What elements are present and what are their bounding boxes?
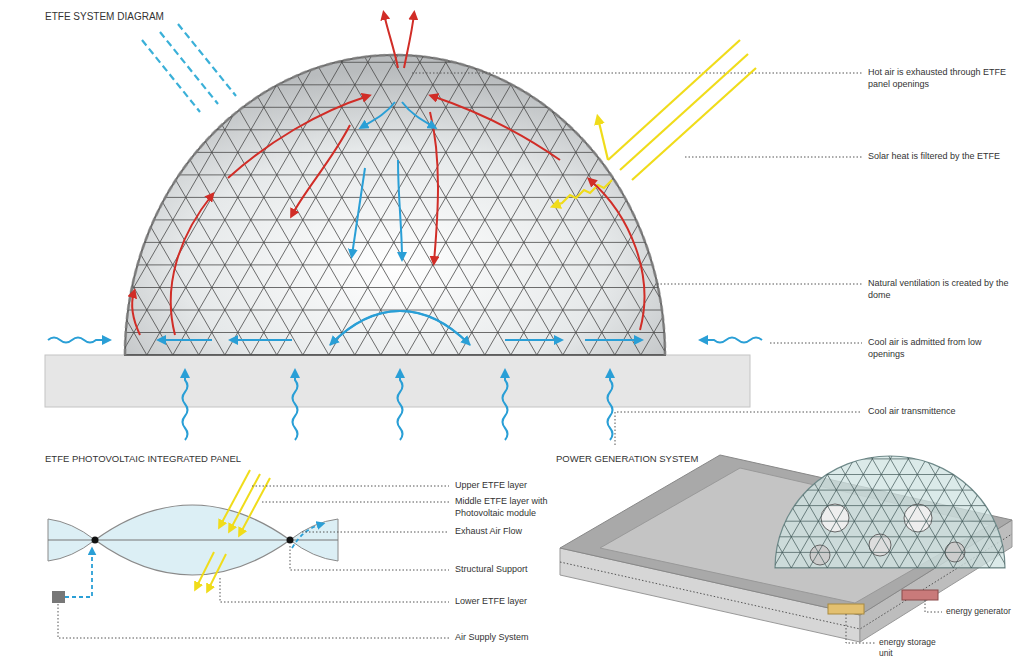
hot-air-arrow	[292, 125, 350, 215]
power-generation-model	[821, 504, 849, 532]
solar-rays	[632, 68, 756, 180]
hot-air-arrow	[228, 96, 368, 178]
power-generation-model	[828, 604, 864, 614]
power-generation-model	[560, 455, 1012, 642]
leader-line	[846, 600, 942, 643]
hot-air-arrow	[432, 96, 560, 160]
cool-air-arrow	[505, 339, 560, 341]
hot-air-arrow	[590, 180, 644, 330]
cool-air-arrow	[293, 372, 298, 440]
cool-air-arrow	[702, 338, 762, 343]
power-generation-model	[560, 455, 1012, 615]
solar-rays	[620, 54, 748, 170]
leader-line	[302, 532, 449, 533]
leader-line	[846, 614, 875, 643]
etfe-panel	[48, 505, 338, 603]
hot-air-arrow	[384, 14, 398, 68]
leader-line	[685, 157, 862, 158]
leader-line	[58, 604, 449, 638]
callout-label: Solar heat is filtered by the ETFE	[868, 151, 1016, 163]
exhaust-air-flow	[65, 524, 322, 597]
cool-air-arrow	[402, 102, 434, 127]
callout-label: Cool air is admitted from low openings	[868, 337, 1016, 360]
leader-line	[58, 486, 449, 638]
hot-air-arrow	[430, 112, 438, 262]
cool-air-arrow	[503, 372, 508, 440]
cool-air-arrow	[585, 339, 640, 341]
cool-rays	[142, 24, 236, 112]
etfe-panel	[52, 591, 65, 603]
leader-line	[262, 502, 449, 503]
section-heading: ETFE PHOTOVOLTAIC INTEGRATED PANEL	[45, 453, 241, 465]
dome-edge	[125, 55, 665, 355]
cool-rays	[160, 32, 218, 104]
leader-line	[770, 343, 862, 344]
callout-label: Middle ETFE layer with Photovoltaic modu…	[455, 496, 573, 519]
power-generation-model	[902, 590, 938, 600]
callout-label: Exhaust Air Flow	[455, 526, 522, 538]
leader-line	[252, 486, 449, 487]
callout-label: Upper ETFE layer	[455, 480, 527, 492]
cool-air-arrow	[48, 338, 108, 343]
dome-lattice	[0, 33, 1024, 356]
cool-air-arrow	[362, 102, 395, 127]
diagram-title: ETFE SYSTEM DIAGRAM	[45, 10, 164, 23]
cool-rays	[178, 24, 236, 96]
exhaust-air-flow	[292, 524, 322, 548]
leader-line	[220, 578, 449, 602]
cool-air-arrow	[398, 372, 403, 440]
hot-air-arrow	[171, 195, 212, 335]
section-heading: POWER GENERATION SYSTEM	[556, 453, 698, 465]
cool-air-arrow	[332, 311, 470, 345]
solar-rays	[220, 470, 250, 526]
dome-lattice	[0, 33, 1024, 356]
etfe-panel	[92, 537, 99, 544]
callout-label: Hot air is exhausted through ETFE panel …	[868, 67, 1016, 90]
callout-label: Cool air transmittence	[868, 406, 1016, 418]
solar-rays	[196, 470, 270, 590]
leader-line	[615, 412, 862, 445]
hot-air-arrow	[132, 292, 140, 335]
solar-rays	[230, 474, 260, 530]
hot-air-arrow	[404, 14, 414, 68]
cool-air-arrow	[232, 339, 292, 341]
solar-rays	[208, 554, 226, 590]
leader-line	[412, 73, 862, 74]
callout-label: Structural Support	[455, 564, 528, 576]
solar-rays	[240, 478, 270, 534]
callout-label: Natural ventilation is created by the do…	[868, 278, 1016, 301]
cool-air-arrow	[183, 372, 188, 440]
hot-air-arrow	[132, 14, 644, 335]
cool-air-arrow	[160, 339, 212, 341]
exhaust-air-flow	[65, 550, 92, 597]
cool-rays	[142, 40, 200, 112]
etfe-panel	[287, 537, 294, 544]
component-label: energy storage unit	[879, 637, 943, 659]
leader-line	[412, 73, 862, 445]
cool-air-arrow	[608, 372, 613, 440]
solar-rays	[598, 118, 608, 160]
leader-line	[925, 600, 942, 612]
callout-label: Air Supply System	[455, 632, 529, 644]
cool-air-arrow	[352, 168, 365, 255]
solar-rays	[554, 40, 756, 206]
leader-line	[657, 284, 862, 285]
cool-air-arrow	[48, 102, 762, 440]
callout-label: Lower ETFE layer	[455, 596, 527, 608]
component-label: energy generator	[946, 606, 1011, 617]
leader-line	[290, 546, 449, 570]
cool-air-arrow	[398, 160, 402, 258]
